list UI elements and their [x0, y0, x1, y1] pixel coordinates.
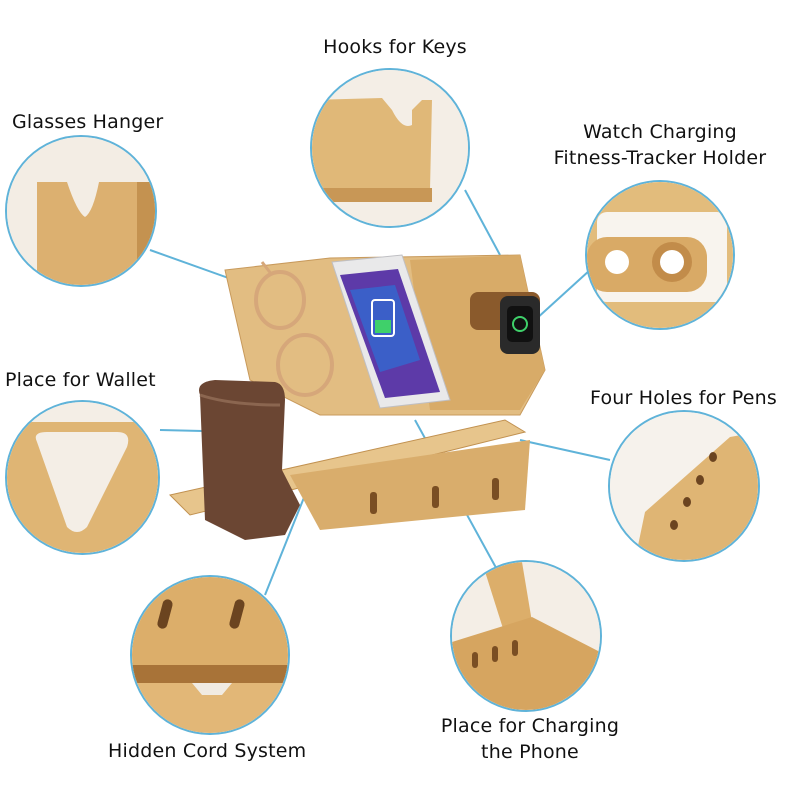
wallet-detail-circle: [5, 400, 160, 555]
pens-detail-image: [610, 412, 758, 560]
label-hidden-cord-system: Hidden Cord System: [108, 740, 307, 762]
hooks-detail-image: [312, 70, 468, 226]
wallet: [199, 380, 300, 540]
hooks-detail-circle: [310, 68, 470, 228]
glasses-hanger-detail-image: [7, 137, 155, 285]
cord-slots: [370, 478, 499, 514]
label-place-for-charging-phone: Place for Charging the Phone: [440, 715, 620, 763]
glasses-arm: [260, 261, 274, 276]
battery-level: [375, 320, 391, 333]
leader-line-watch: [534, 269, 591, 321]
phone-slot-detail-image: [452, 562, 600, 710]
label-four-holes-for-pens: Four Holes for Pens: [590, 387, 777, 409]
wallet-edge: [199, 393, 281, 407]
pens-detail-circle: [608, 410, 760, 562]
leader-line-pens: [519, 439, 611, 461]
wallet-detail-image: [7, 402, 158, 553]
watch-detail-circle: [585, 180, 735, 330]
glasses-hanger-detail-circle: [5, 135, 157, 287]
cord-detail-image: [132, 577, 288, 733]
lower-panel: [290, 440, 530, 530]
leader-line-hooks: [464, 189, 501, 256]
battery-icon: [371, 299, 395, 337]
phone-slot-detail-circle: [450, 560, 602, 712]
cord-detail-circle: [130, 575, 290, 735]
smartwatch-screen: [507, 306, 533, 342]
glasses-lens-top: [254, 270, 306, 330]
label-watch-charging: Watch Charging Fitness-Tracker Holder: [553, 121, 767, 169]
label-place-for-wallet: Place for Wallet: [5, 369, 156, 391]
glasses-lens-bottom: [276, 333, 334, 397]
watch-charge-icon: [512, 316, 528, 332]
label-glasses-hanger: Glasses Hanger: [12, 111, 164, 133]
watch-detail-image: [587, 182, 733, 328]
label-hooks-for-keys: Hooks for Keys: [323, 36, 467, 58]
